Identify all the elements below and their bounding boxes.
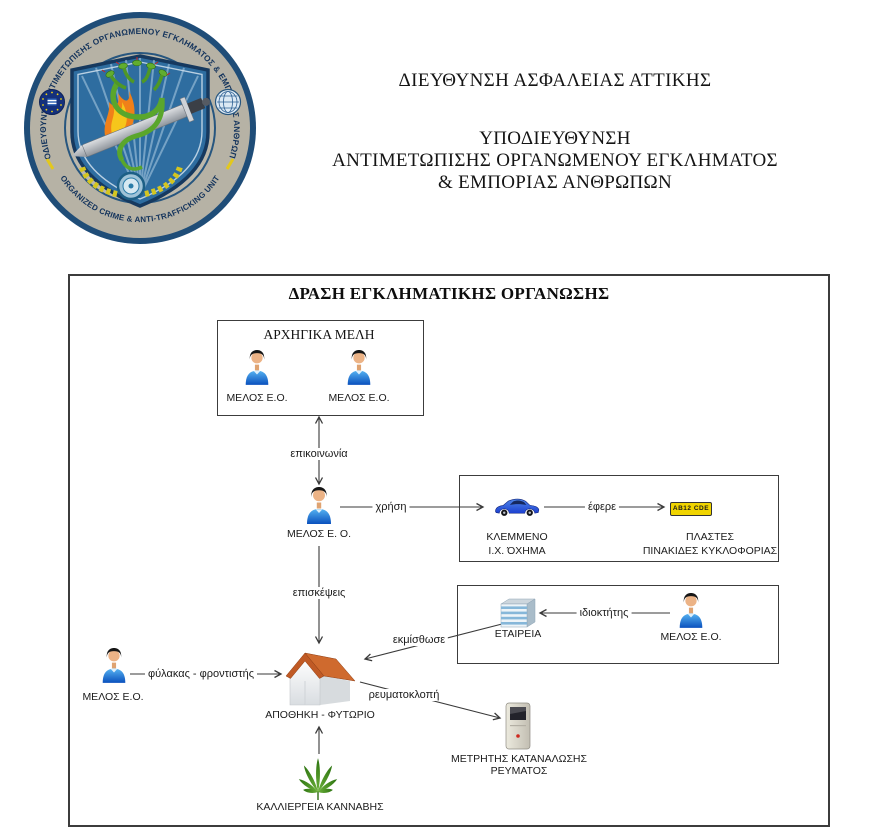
fake-plates-label-2: ΠΙΝΑΚΙΔΕΣ ΚΥΚΛΟΦΟΡΙΑΣ: [642, 545, 778, 557]
fake-plates-label-1: ΠΛΑΣΤΕΣ: [686, 531, 734, 543]
visits-label: επισκέψεις: [289, 587, 349, 599]
cannabis-label: ΚΑΛΛΙΕΡΓΕΙΑ ΚΑΝΝΑΒΗΣ: [256, 801, 384, 813]
warehouse-label: ΑΠΟΘΗΚΗ - ΦΥΤΩΡΙΟ: [265, 709, 375, 721]
stolen-vehicle-label-2: Ι.Χ. ΌΧΗΜΑ: [488, 545, 546, 557]
police-badge-icon: [116, 171, 146, 201]
person-icon: [241, 348, 273, 386]
office-building-icon: [498, 595, 538, 629]
stolen-vehicle-box: [459, 475, 779, 562]
person-icon: [98, 646, 130, 684]
emblem-shield: [70, 54, 211, 208]
owner-label: ιδιοκτήτης: [576, 607, 632, 619]
globe-medallion: [214, 88, 242, 116]
person-icon: [343, 348, 375, 386]
company-label: ΕΤΑΙΡΕΙΑ: [494, 628, 542, 640]
hydra-snakes-icon: [110, 80, 165, 171]
leaders-box: [217, 320, 424, 416]
laurel-branches: [79, 165, 183, 197]
leader2-label: ΜΕΛΟΣ Ε.Ο.: [328, 392, 390, 404]
subdirectorate-line2: ΑΝΤΙΜΕΤΩΠΙΣΗΣ ΟΡΓΑΝΩΜΕΝΟΥ ΕΓΚΛΗΜΑΤΟΣ: [332, 150, 778, 171]
car-icon: [494, 496, 540, 518]
use-label: χρήση: [372, 501, 410, 513]
diagram-title: ΔΡΑΣΗ ΕΓΚΛΗΜΑΤΙΚΗΣ ΟΡΓΑΝΩΣΗΣ: [288, 284, 610, 303]
cannabis-leaf-icon: [292, 754, 344, 802]
stolen-vehicle-label-1: ΚΛΕΜΜΕΝΟ: [486, 531, 548, 543]
contact-member-label: ΜΕΛΟΣ Ε. Ο.: [286, 528, 352, 540]
owner-member-label: ΜΕΛΟΣ Ε.Ο.: [660, 631, 722, 643]
leader1-label: ΜΕΛΟΣ Ε.Ο.: [226, 392, 288, 404]
leased-label: εκμίσθωσε: [389, 634, 449, 646]
house-icon: [284, 641, 360, 709]
electric-meter-icon: [501, 701, 535, 751]
person-icon: [675, 591, 707, 629]
power-meter-label-2: ΡΕΥΜΑΤΟΣ: [490, 765, 548, 777]
power-meter-label-1: ΜΕΤΡΗΤΗΣ ΚΑΤΑΝΑΛΩΣΗΣ: [450, 753, 588, 765]
power-theft-label: ρευματοκλοπή: [365, 689, 443, 701]
subdirectorate-line3: & ΕΜΠΟΡΙΑΣ ΑΝΘΡΩΠΩΝ: [438, 172, 672, 193]
person-icon: [302, 485, 336, 525]
diagram-box: ΔΡΑΣΗ ΕΓΚΛΗΜΑΤΙΚΗΣ ΟΡΓΑΝΩΣΗΣ: [68, 274, 830, 827]
eu-greece-medallion: [39, 89, 65, 115]
leaders-box-title: ΑΡΧΗΓΙΚΑ ΜΕΛΗ: [263, 327, 375, 342]
directorate-title: ΔΙΕΥΘΥΝΣΗ ΑΣΦΑΛΕΙΑΣ ΑΤΤΙΚΗΣ: [398, 70, 712, 91]
communication-label: επικοινωνία: [287, 448, 351, 460]
caretaker-member-label: ΜΕΛΟΣ Ε.Ο.: [82, 691, 144, 703]
subdirectorate-line1: ΥΠΟΔΙΕΥΘΥΝΣΗ: [479, 128, 631, 149]
brought-label: έφερε: [584, 501, 620, 513]
caretaker-label: φύλακας - φροντιστής: [145, 668, 257, 680]
unit-emblem: ΥΠΟΔΙΕΥΘΥΝΣΗ ΑΝΤΙΜΕΤΩΠΙΣΗΣ ΟΡΓΑΝΩΜΕΝΟΥ Ε…: [22, 10, 256, 244]
letterhead: ΔΙΕΥΘΥΝΣΗ ΑΣΦΑΛΕΙΑΣ ΑΤΤΙΚΗΣ ΥΠΟΔΙΕΥΘΥΝΣΗ…: [255, 70, 855, 194]
license-plate-icon: AB12 CDE: [670, 502, 712, 516]
